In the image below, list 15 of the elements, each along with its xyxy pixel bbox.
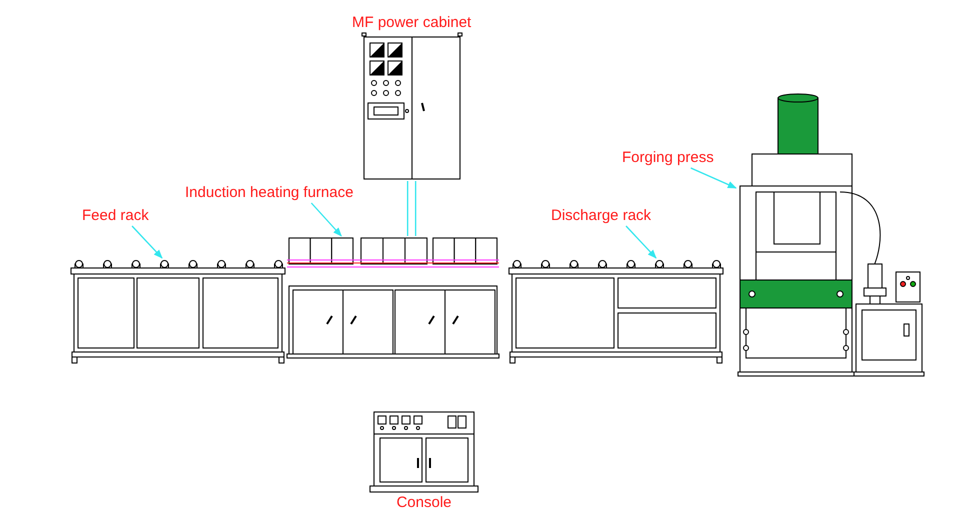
forging-press-drawing (736, 92, 926, 378)
equipment-label: Discharge rack (551, 207, 652, 224)
feed-rack-drawing (71, 258, 285, 363)
equipment-label: Induction heating furnace (185, 184, 354, 201)
leader-line (626, 226, 657, 259)
induction-furnace-drawing (287, 236, 499, 358)
leader-line (310, 202, 342, 237)
equipment-label: MF power cabinet (352, 14, 472, 31)
cable-line (406, 180, 416, 237)
leader-line (690, 167, 737, 189)
leader-line (132, 226, 163, 259)
equipment-label: Feed rack (82, 207, 149, 224)
equipment-label: Forging press (622, 149, 714, 166)
discharge-rack-drawing (509, 258, 723, 363)
equipment-label: Console (396, 494, 452, 511)
